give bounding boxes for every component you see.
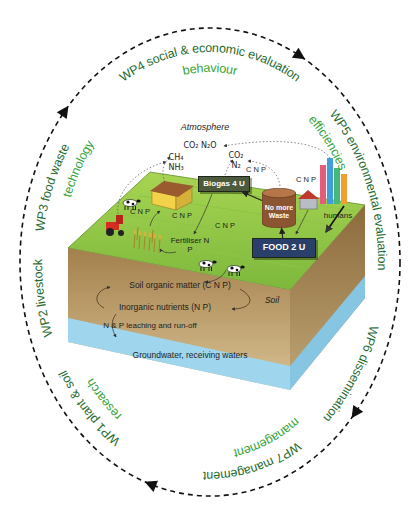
layer-label: Atmosphere	[181, 123, 230, 133]
field-rows	[100, 182, 355, 268]
work-package-label: WP1 plant & soil	[56, 368, 123, 448]
nutrient-label: C N P	[246, 166, 266, 174]
curved-text: behaviour	[181, 61, 238, 78]
cow	[227, 265, 245, 276]
curved-text: management	[232, 415, 303, 461]
soil-flow	[232, 289, 250, 309]
cycle-arrowhead	[292, 48, 305, 60]
gas-label: CO₂	[228, 152, 243, 161]
crop-head	[149, 232, 152, 237]
house-roof	[298, 190, 319, 199]
crop-stalks	[134, 227, 160, 253]
tractor-wheel	[106, 228, 114, 236]
curved-text: WP1 plant & soil	[56, 368, 123, 448]
layer-label: Groundwater, receiving waters	[133, 351, 248, 360]
crop-head	[144, 231, 147, 236]
crop-heads	[134, 229, 162, 239]
process-label: N & P leaching and run-off	[103, 322, 197, 331]
gas-flow	[118, 162, 166, 214]
nutrient-label: C N P	[296, 176, 316, 184]
city-building	[334, 168, 340, 204]
city-building	[341, 174, 347, 204]
node-label: No more Waste	[262, 204, 296, 219]
nutrient-label: C N P	[130, 208, 150, 216]
nutrient-flow	[194, 194, 212, 234]
soil-pool-label: Soil organic matter (C N P)	[129, 281, 231, 290]
curved-text: WP2 livestock	[31, 258, 55, 338]
cycle-arrowhead	[145, 481, 158, 492]
tank-top	[262, 188, 295, 197]
theme-label: management	[232, 415, 303, 461]
crop-head	[139, 230, 142, 235]
tractor-wheel	[118, 230, 124, 236]
soil-flows	[97, 287, 250, 337]
nutrient-flow	[296, 210, 308, 234]
groundwater-front	[68, 318, 290, 390]
nutrient-flow	[150, 211, 160, 226]
barn-roof	[150, 181, 194, 197]
nutrient-label: C N P	[172, 212, 192, 220]
layer-label: Soil	[265, 296, 279, 305]
theme-label: technology	[60, 137, 97, 198]
cycle-ring	[20, 28, 400, 496]
gas-label: NH₃	[168, 164, 183, 173]
flow-arrow	[242, 192, 262, 201]
theme-label: behaviour	[181, 61, 238, 78]
soil-side	[290, 205, 365, 390]
nutrient-label: C N P	[215, 222, 235, 230]
gas-label: N₂	[231, 162, 240, 171]
work-package-label: WP2 livestock	[31, 258, 55, 338]
work-package-label: WP4 social & economic evaluation	[117, 41, 303, 85]
work-package-label: WP5 environmental evaluation	[327, 107, 389, 270]
city-building	[327, 158, 333, 204]
soil-front	[68, 248, 290, 390]
curved-text: WP5 environmental evaluation	[327, 107, 389, 270]
theme-label: efficiencies	[306, 113, 350, 172]
actor-label: humans	[324, 212, 352, 221]
nutrient-flow	[160, 249, 176, 253]
curved-text: technology	[60, 137, 97, 198]
tank-body	[262, 193, 296, 228]
cycle-arrowhead	[351, 405, 363, 418]
curved-text: WP4 social & economic evaluation	[117, 41, 303, 85]
curved-text: WP6 dissemination	[320, 324, 381, 425]
gas-label: CO₂ N₂O	[183, 142, 216, 151]
cow	[199, 260, 217, 271]
crop-head	[159, 234, 162, 239]
nutrient-flow	[205, 270, 226, 282]
input-label: Fertiliser N P	[170, 237, 210, 255]
flow-arrow	[282, 228, 283, 238]
house-wall	[300, 198, 317, 209]
soil-flow	[97, 287, 110, 308]
crop-head	[134, 229, 137, 234]
gas-flows	[118, 142, 330, 214]
curved-text: efficiencies	[306, 113, 350, 172]
cycle-arrowhead	[57, 106, 69, 119]
work-package-label: WP6 dissemination	[320, 324, 381, 425]
node-label: FOOD 2 U	[263, 243, 306, 253]
soil-pool-label: Inorganic nutrients (N P)	[119, 303, 211, 312]
city-building	[320, 165, 326, 204]
tractor-cab	[116, 215, 123, 224]
waste-tank: No more Waste	[262, 188, 296, 228]
node-label: Biogas 4 U	[203, 180, 244, 189]
facility-box: FOOD 2 U	[252, 238, 316, 258]
gas-label: CH₄	[169, 154, 184, 163]
facility-box: Biogas 4 U	[198, 176, 250, 192]
crop-head	[154, 233, 157, 238]
